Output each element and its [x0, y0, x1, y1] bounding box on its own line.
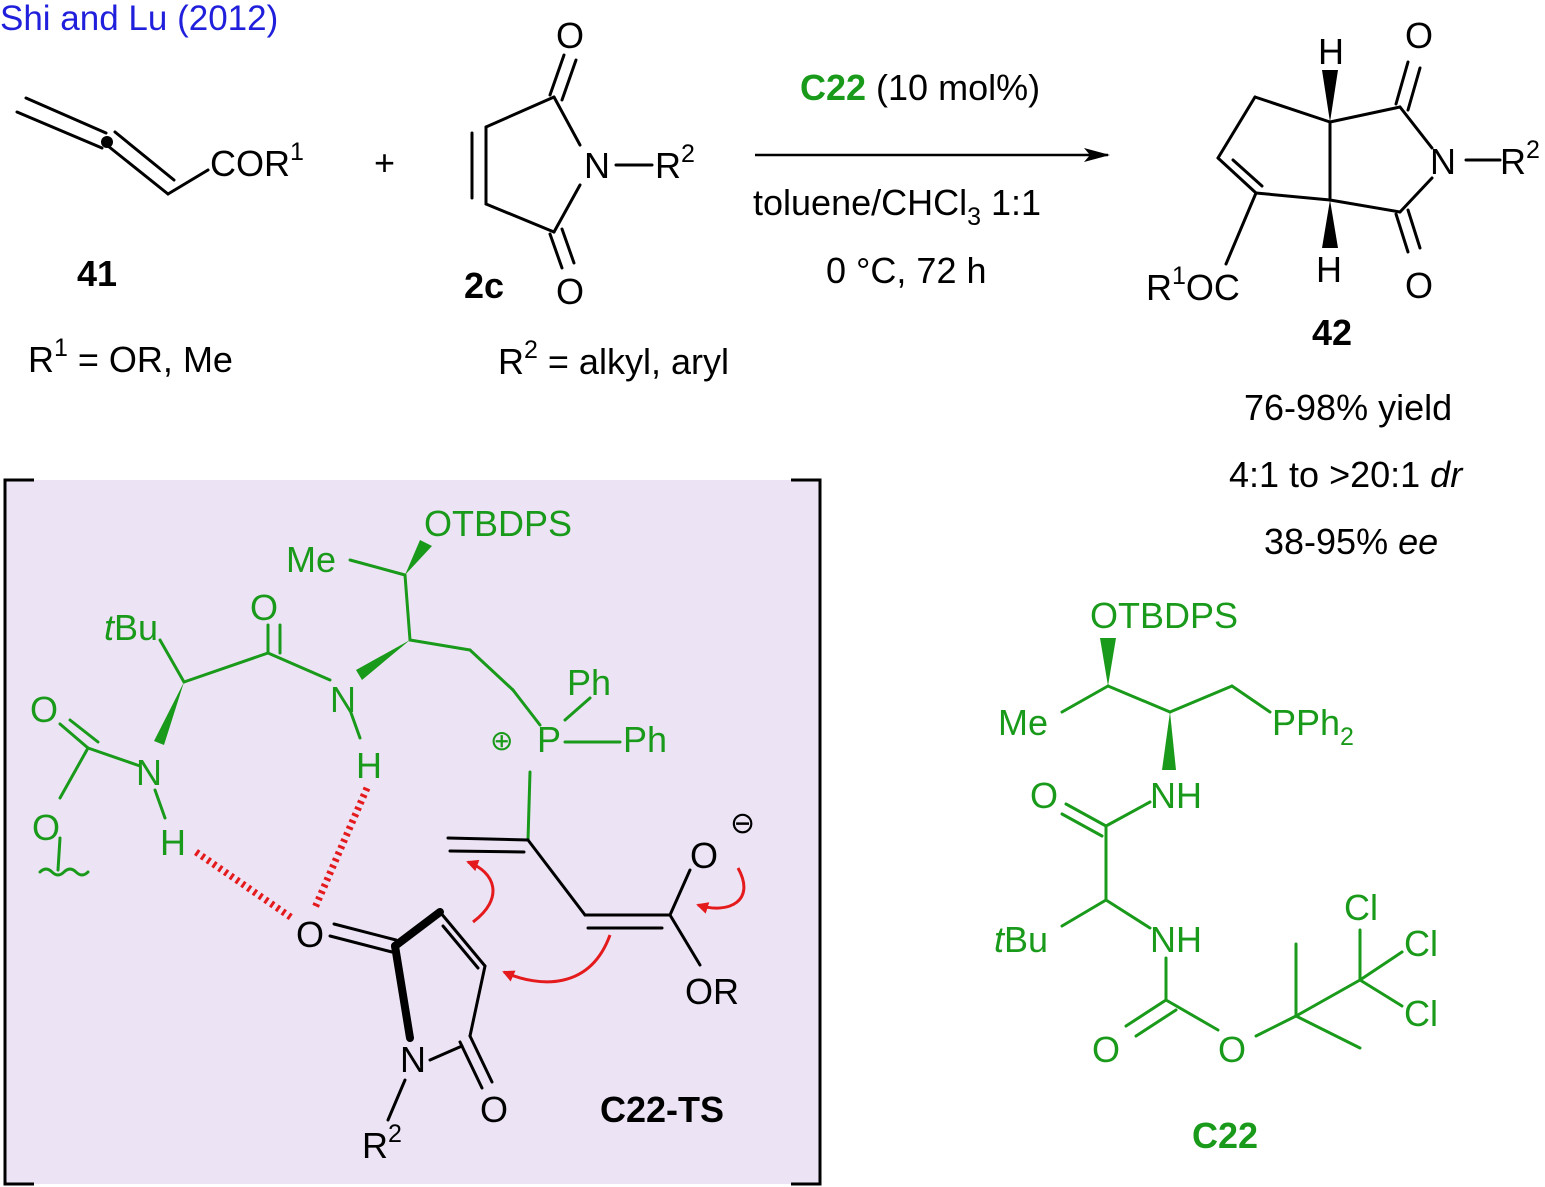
svg-text:H: H [1318, 31, 1344, 72]
product-42: H H O O N R2 R1OC 42 76-98% yield 4:1 to… [1146, 15, 1540, 562]
result-ee: 38-95% ee [1264, 521, 1438, 562]
svg-text:O: O [250, 587, 278, 628]
svg-text:Cl: Cl [1404, 993, 1438, 1034]
compound-number-42: 42 [1312, 312, 1352, 353]
svg-text:N: N [400, 1039, 426, 1080]
svg-text:Cl: Cl [1404, 923, 1438, 964]
r2-definition: R2 = alkyl, aryl [498, 336, 729, 382]
catalyst-c22-structure: OTBDPS Me PPh2 NH O tBu NH O O Cl Cl Cl … [994, 595, 1438, 1156]
svg-text:H: H [160, 822, 186, 863]
svg-text:OR: OR [685, 971, 739, 1012]
svg-text:O: O [32, 807, 60, 848]
svg-text:N: N [1430, 141, 1456, 182]
svg-text:O: O [1218, 1029, 1246, 1070]
svg-text:Me: Me [998, 702, 1048, 743]
svg-text:H: H [356, 745, 382, 786]
svg-text:R1OC: R1OC [1146, 262, 1240, 308]
svg-text:NH: NH [1150, 775, 1202, 816]
svg-text:O: O [690, 835, 718, 876]
svg-text:O: O [556, 271, 584, 312]
catalyst-label: C22 [1192, 1115, 1258, 1156]
ts-label: C22-TS [600, 1089, 724, 1130]
reactant-2c: O O N R2 2c R2 = alkyl, aryl [464, 15, 729, 382]
svg-text:Cl: Cl [1344, 887, 1378, 928]
svg-text:R2: R2 [1500, 136, 1540, 182]
svg-text:NH: NH [1150, 919, 1202, 960]
svg-text:⊖: ⊖ [730, 807, 755, 840]
svg-text:OTBDPS: OTBDPS [424, 503, 572, 544]
svg-text:Me: Me [286, 539, 336, 580]
svg-text:Ph: Ph [567, 662, 611, 703]
svg-text:P: P [537, 719, 561, 760]
svg-text:O: O [30, 689, 58, 730]
svg-text:PPh2: PPh2 [1272, 702, 1354, 751]
svg-text:OTBDPS: OTBDPS [1090, 595, 1238, 636]
result-yield: 76-98% yield [1244, 387, 1452, 428]
svg-text:O: O [296, 914, 324, 955]
transition-state-panel: OTBDPS Me O tBu N H O N H O P ⊕ Ph Ph O … [3, 478, 822, 1186]
svg-text:O: O [556, 15, 584, 56]
svg-text:tBu: tBu [994, 919, 1048, 960]
condition-solvent: toluene/CHCl3 1:1 [753, 182, 1041, 231]
condition-catalyst: C22 (10 mol%) [800, 67, 1040, 108]
svg-text:tBu: tBu [104, 607, 158, 648]
svg-text:O: O [1092, 1029, 1120, 1070]
svg-text:N: N [136, 752, 162, 793]
svg-text:O: O [1405, 15, 1433, 56]
compound-number-2c: 2c [464, 265, 504, 306]
condition-temperature-time: 0 °C, 72 h [826, 250, 987, 291]
r1-definition: R1 = OR, Me [28, 334, 233, 380]
svg-text:R2: R2 [655, 140, 695, 186]
svg-text:H: H [1316, 249, 1342, 290]
svg-text:N: N [584, 145, 610, 186]
svg-text:R2: R2 [362, 1120, 402, 1166]
svg-text:⊕: ⊕ [490, 725, 513, 756]
citation-title: Shi and Lu (2012) [0, 0, 278, 38]
svg-text:COR1: COR1 [210, 138, 304, 184]
reactant-41: COR1 41 R1 = OR, Me [15, 96, 304, 380]
plus-sign: + [374, 142, 395, 183]
svg-text:O: O [480, 1089, 508, 1130]
svg-text:O: O [1405, 265, 1433, 306]
reaction-conditions: C22 (10 mol%) toluene/CHCl3 1:1 0 °C, 72… [753, 67, 1110, 291]
svg-text:N: N [330, 679, 356, 720]
svg-text:O: O [1030, 775, 1058, 816]
svg-text:Ph: Ph [623, 719, 667, 760]
compound-number-41: 41 [77, 253, 117, 294]
result-dr: 4:1 to >20:1 dr [1229, 454, 1464, 495]
